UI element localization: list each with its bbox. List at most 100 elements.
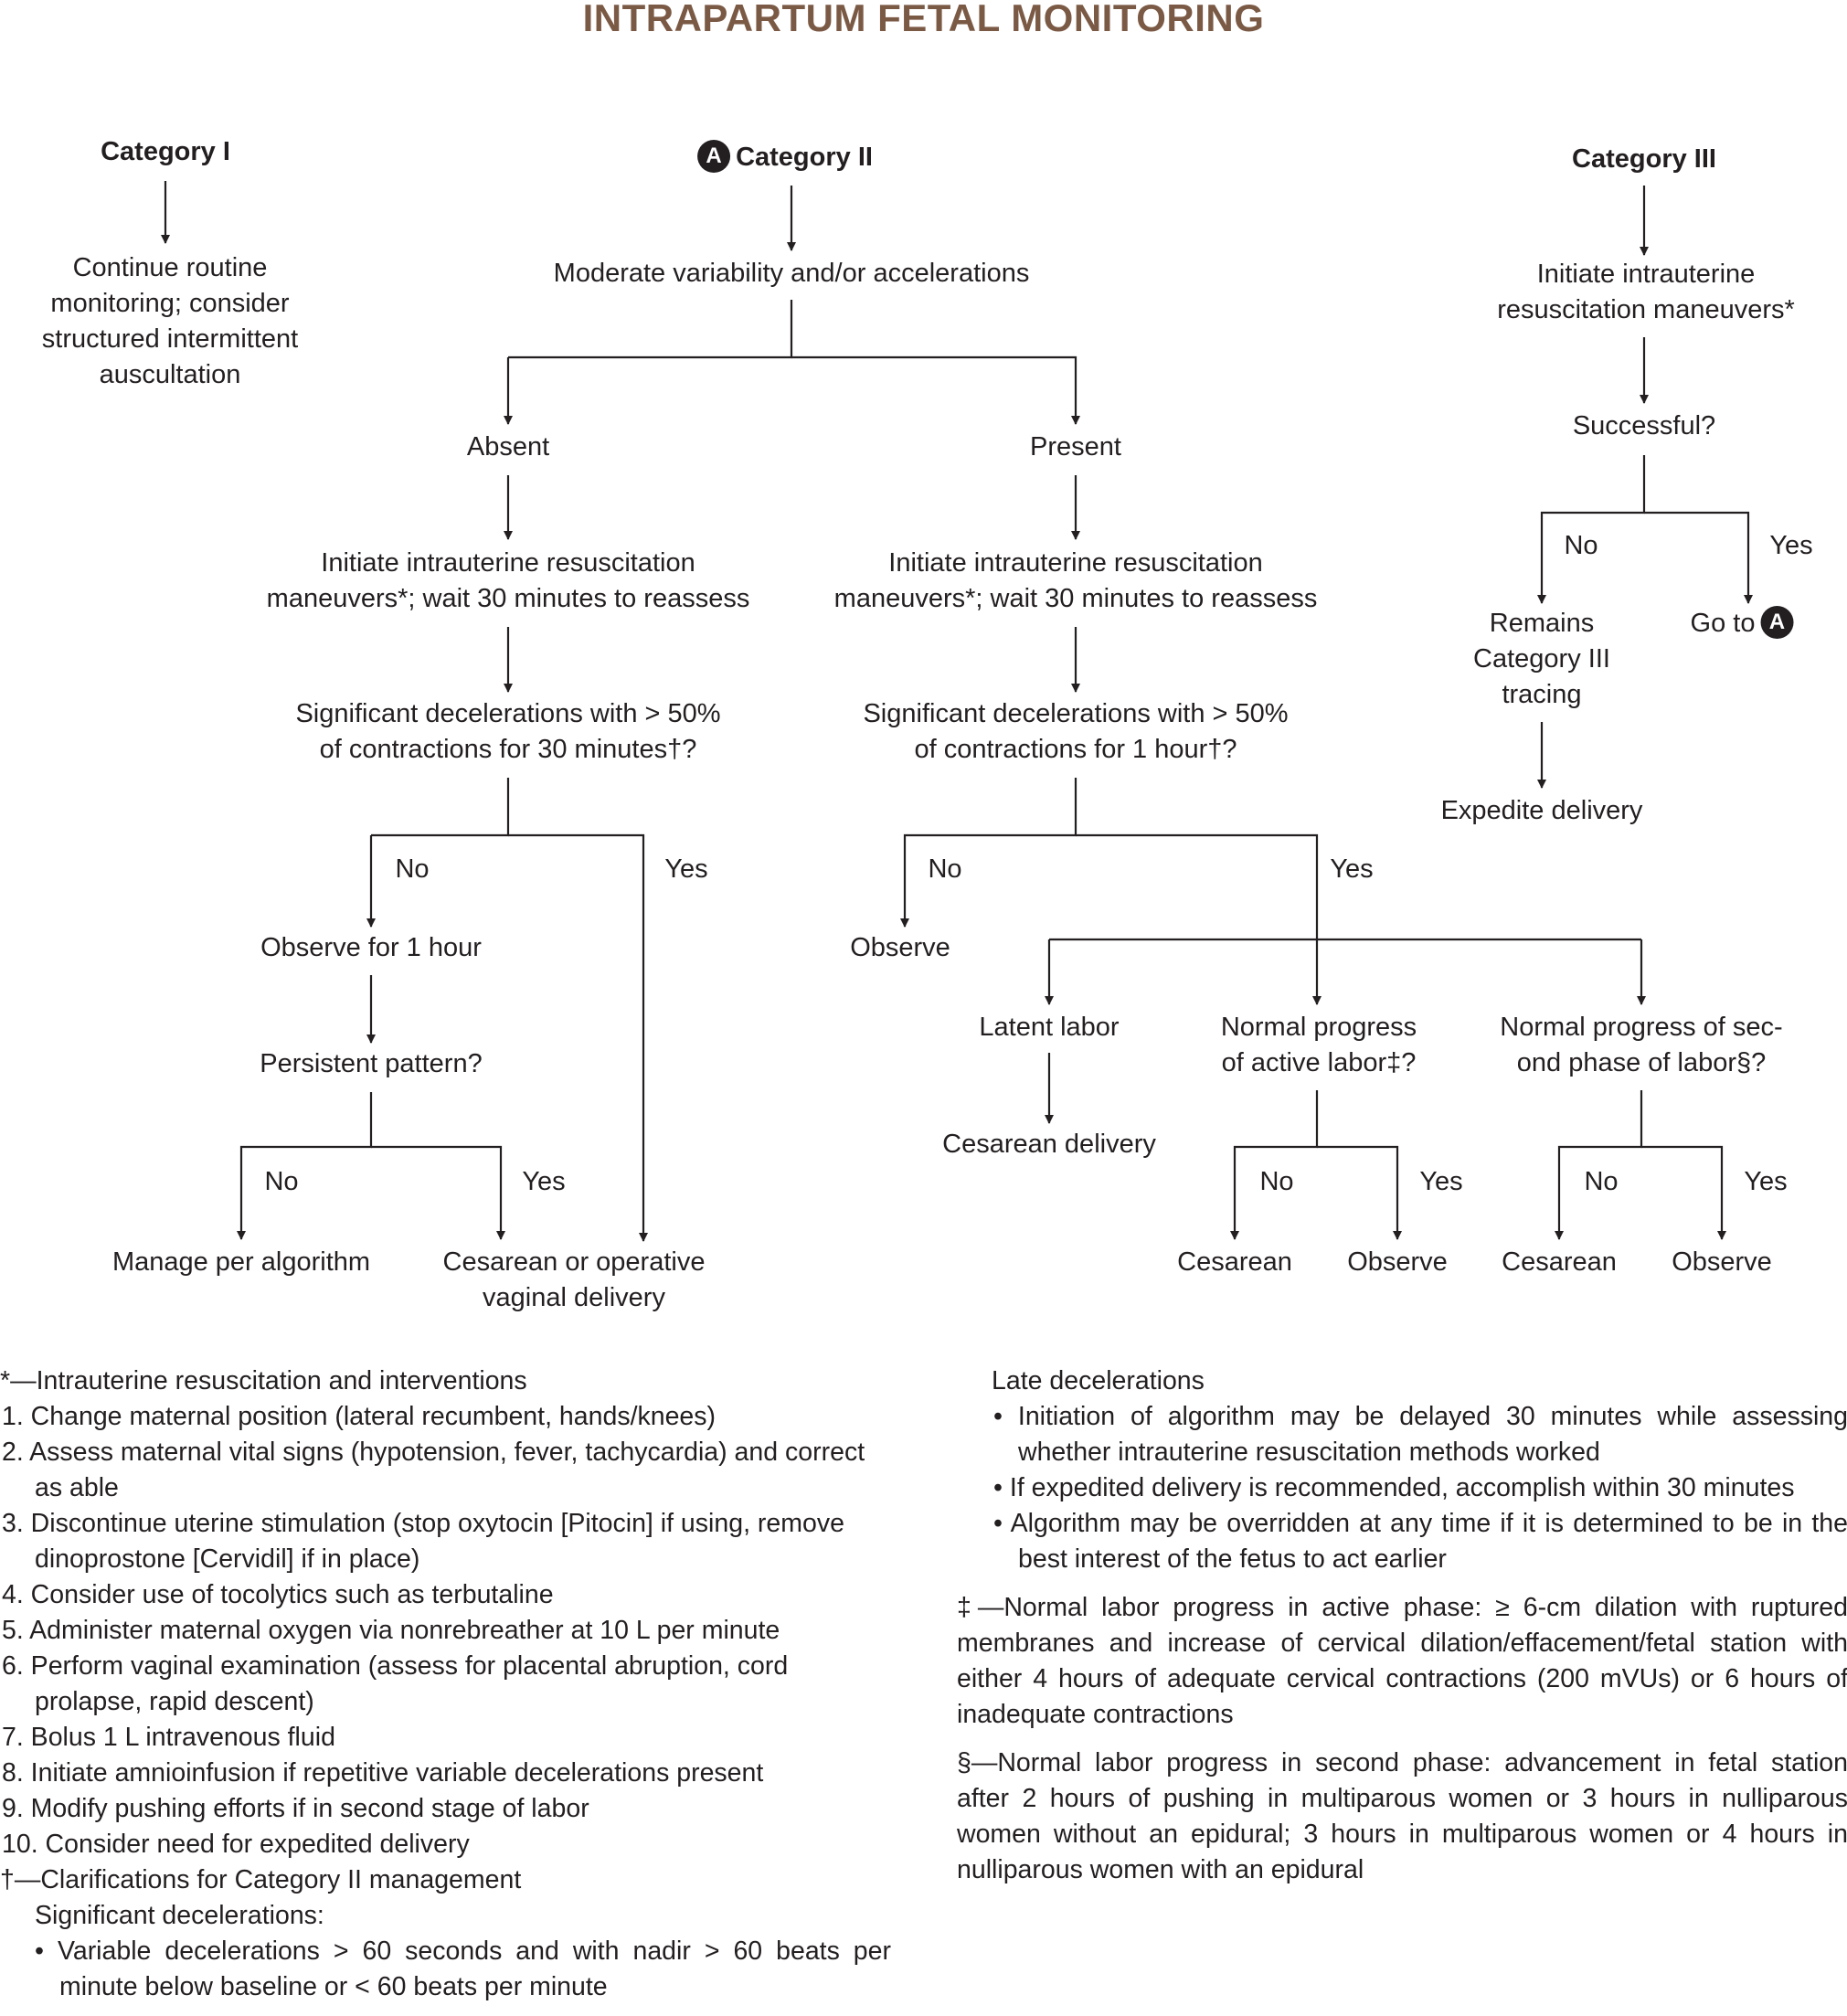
active-labor-line: of active labor‡? — [1221, 1048, 1417, 1077]
successful-no-label: No — [1564, 531, 1598, 560]
arrow-persistent-yes — [371, 1145, 505, 1240]
footnote-star-item: 9. Modify pushing efforts if in second s… — [2, 1794, 589, 1823]
second-phase-line: ond phase of labor§? — [1516, 1048, 1767, 1077]
present-action-line: Initiate intrauterine resuscitation — [888, 548, 1263, 578]
footnote-star-item: 2. Assess maternal vital signs (hypotens… — [2, 1438, 865, 1502]
active-labor-line: Normal progress — [1220, 1013, 1417, 1042]
present-action: Initiate intrauterine resuscitation mane… — [834, 546, 1318, 617]
footnote-late-heading: Late decelerations — [992, 1366, 1205, 1395]
footnote-star-item: 8. Initiate amnioinfusion if repetitive … — [2, 1758, 764, 1788]
remains-category-3: Remains Category III tracing — [1473, 606, 1610, 713]
present-question-line: of contractions for 1 hour†? — [914, 735, 1237, 764]
category-1-label: Category I — [101, 137, 230, 166]
category-3-action-line: Initiate intrauterine — [1536, 260, 1756, 289]
category-3-action: Initiate intrauterine resuscitation mane… — [1497, 257, 1795, 328]
category-1-action-line: auscultation — [99, 360, 241, 389]
footnote-star-item: 3. Discontinue uterine stimulation (stop… — [2, 1509, 844, 1574]
remains-line: Remains — [1489, 609, 1595, 638]
category-3-action-line: resuscitation maneuvers* — [1497, 295, 1795, 324]
footnote-star-item: 4. Consider use of tocolytics such as te… — [2, 1580, 554, 1609]
persistent-no-label: No — [264, 1167, 299, 1196]
expedite-delivery: Expedite delivery — [1440, 796, 1643, 825]
active-cesarean: Cesarean — [1177, 1247, 1292, 1277]
connector-present-yes — [1076, 833, 1319, 939]
arrow-active-yes — [1317, 1145, 1402, 1240]
footnote-star-item: 1. Change maternal position (lateral rec… — [2, 1402, 717, 1431]
present-question-line: Significant decelerations with > 50% — [863, 699, 1289, 728]
present-action-line: maneuvers*; wait 30 minutes to reassess — [833, 584, 1318, 613]
footnotes-left: *—Intrauterine resuscitation and interve… — [0, 1363, 891, 2005]
cesarean-or-operative: Cesarean or operative vaginal delivery — [443, 1245, 706, 1316]
active-labor-question: Normal progress of active labor‡? — [1221, 1010, 1417, 1081]
second-cesarean: Cesarean — [1502, 1247, 1617, 1277]
cesarean-or-operative-line: Cesarean or operative — [442, 1247, 706, 1277]
footnote-late-bullet: • Algorithm may be overridden at any tim… — [993, 1509, 1847, 1574]
absent-action-line: Initiate intrauterine resuscitation — [321, 548, 695, 578]
footnote-double-dagger: ‡—Normal labor progress in active phase:… — [957, 1593, 1847, 1729]
footnote-dagger-heading: †—Clarifications for Category II managem… — [0, 1865, 522, 1894]
arrow-second-yes — [1641, 1145, 1726, 1240]
second-no-label: No — [1584, 1167, 1619, 1196]
badge-a-icon: A — [697, 140, 731, 174]
category-1-action-line: Continue routine — [72, 253, 268, 282]
active-yes-label: Yes — [1419, 1167, 1463, 1196]
footnotes-right: Late decelerations • Initiation of algor… — [957, 1363, 1847, 1888]
flowchart-connectors — [161, 181, 1753, 1242]
footnote-star-item: 7. Bolus 1 L intravenous fluid — [2, 1723, 335, 1752]
absent-label: Absent — [466, 432, 550, 462]
connector-variability-split — [508, 300, 793, 359]
footnote-dagger-bullet: • Variable decelerations > 60 seconds an… — [35, 1936, 891, 2001]
category-2-label-text: Category II — [736, 143, 873, 172]
arrow-second-no — [1555, 1090, 1643, 1240]
absent-no-label: No — [395, 854, 430, 884]
second-observe: Observe — [1672, 1247, 1772, 1277]
go-to-text: Go to — [1690, 609, 1756, 638]
active-no-label: No — [1259, 1167, 1294, 1196]
spacer — [957, 1733, 1847, 1745]
category-3-label: Category III — [1572, 144, 1716, 174]
arrow-present-no — [900, 778, 1077, 928]
present-no-label: No — [928, 854, 962, 884]
cesarean-delivery: Cesarean delivery — [942, 1130, 1156, 1159]
manage-per-algorithm: Manage per algorithm — [111, 1247, 371, 1277]
footnote-late-bullet: • If expedited delivery is recommended, … — [993, 1473, 1795, 1502]
footnote-star-heading: *—Intrauterine resuscitation and interve… — [0, 1366, 527, 1395]
variability-question: Moderate variability and/or acceleration… — [553, 259, 1030, 288]
cesarean-or-operative-line: vaginal delivery — [483, 1283, 665, 1312]
badge-a-icon: A — [1760, 606, 1794, 640]
arrow-active-no — [1230, 1090, 1319, 1240]
footnote-dagger-subheading: Significant decelerations: — [35, 1901, 324, 1930]
absent-action: Initiate intrauterine resuscitation mane… — [267, 546, 750, 617]
successful-yes-label: Yes — [1769, 531, 1813, 560]
connector-absent-question-split — [371, 778, 510, 837]
observe-1-hour: Observe for 1 hour — [260, 933, 482, 962]
remains-line: Category III — [1473, 644, 1610, 674]
footnote-late-bullet: • Initiation of algorithm may be delayed… — [993, 1402, 1847, 1467]
absent-question-line: of contractions for 30 minutes†? — [319, 735, 697, 764]
present-yes-label: Yes — [1330, 854, 1374, 884]
category-1-action: Continue routine monitoring; consider st… — [42, 250, 298, 393]
remains-line: tracing — [1502, 680, 1582, 709]
category-1-action-line: structured intermittent — [41, 324, 299, 354]
category-1-action-line: monitoring; consider — [50, 289, 290, 318]
successful-question: Successful? — [1572, 411, 1716, 440]
second-yes-label: Yes — [1744, 1167, 1788, 1196]
arrow-to-present — [791, 355, 1080, 425]
footnote-star-item: 6. Perform vaginal examination (assess f… — [2, 1651, 789, 1716]
footnote-star-item: 5. Administer maternal oxygen via nonreb… — [2, 1616, 780, 1645]
footnote-star-item: 10. Consider need for expedited delivery — [2, 1830, 470, 1859]
arrow-successful-no — [1537, 455, 1646, 604]
persistent-yes-label: Yes — [522, 1167, 566, 1196]
absent-action-line: maneuvers*; wait 30 minutes to reassess — [266, 584, 750, 613]
arrow-successful-yes — [1644, 511, 1753, 604]
absent-question: Significant decelerations with > 50% of … — [295, 696, 720, 768]
footnote-section: §—Normal labor progress in second phase:… — [957, 1748, 1847, 1884]
active-observe: Observe — [1347, 1247, 1448, 1277]
absent-question-line: Significant decelerations with > 50% — [295, 699, 721, 728]
second-phase-question: Normal progress of sec- ond phase of lab… — [1500, 1010, 1782, 1081]
page-title: INTRAPARTUM FETAL MONITORING — [582, 0, 1265, 39]
present-question: Significant decelerations with > 50% of … — [863, 696, 1288, 768]
present-observe: Observe — [850, 933, 950, 962]
arrow-persistent-no — [237, 1092, 373, 1240]
